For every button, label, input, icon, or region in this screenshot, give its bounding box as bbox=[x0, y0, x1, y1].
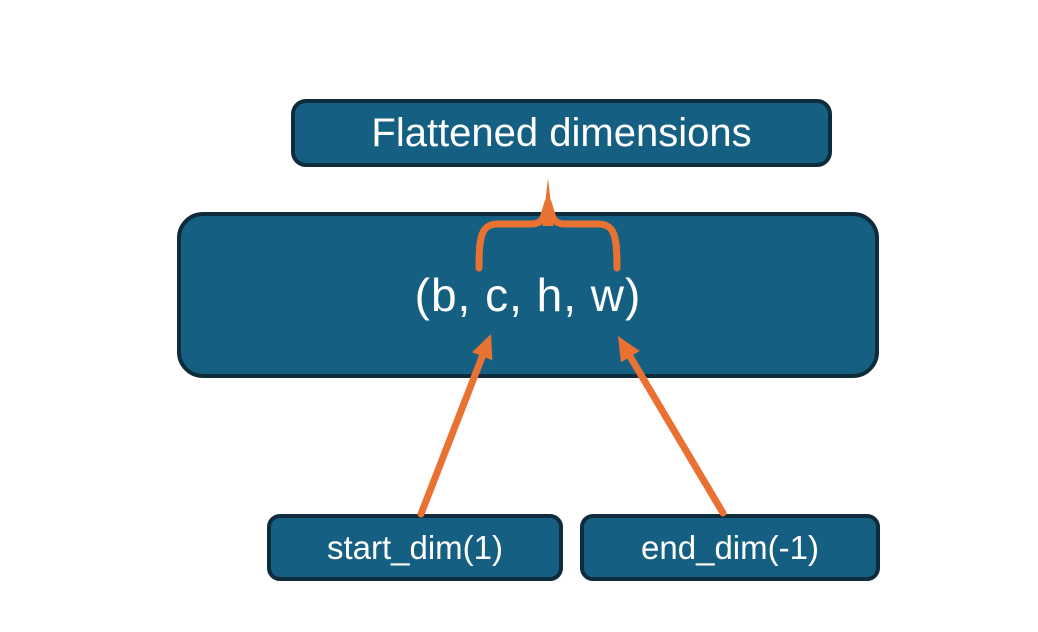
end-dim-label: end_dim(-1) bbox=[641, 529, 819, 566]
tensor-shape-label: (b, c, h, w) bbox=[414, 269, 642, 321]
flattened-dimensions-label: Flattened dimensions bbox=[371, 111, 752, 155]
end-dim-box: end_dim(-1) bbox=[580, 514, 880, 581]
start-dim-box: start_dim(1) bbox=[267, 514, 563, 581]
flattened-dimensions-box: Flattened dimensions bbox=[291, 99, 832, 167]
tensor-shape-box: (b, c, h, w) bbox=[177, 212, 879, 378]
start-dim-label: start_dim(1) bbox=[326, 529, 504, 566]
